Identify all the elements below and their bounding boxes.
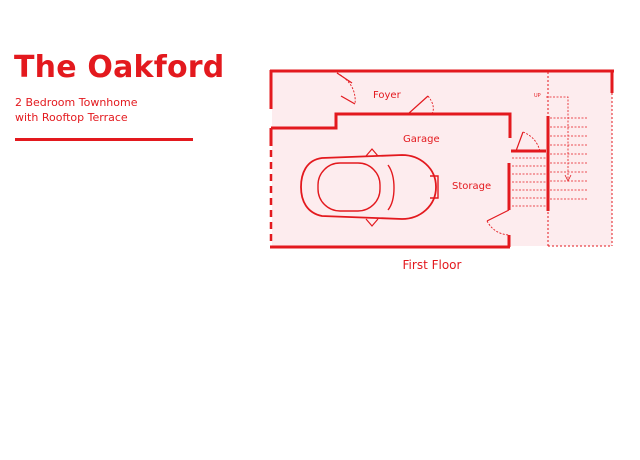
foyer-garage-door-icon [407,95,434,115]
floor-label: First Floor [403,258,462,272]
room-label-foyer: Foyer [373,90,402,101]
stair-treads [512,117,588,207]
stair-outline [547,72,613,247]
floor-area [272,72,612,246]
walls [269,69,614,249]
car-icon [300,148,439,227]
foyer-entry-door-icon [336,72,356,105]
plan-title: The Oakford [14,50,225,85]
plan-subtitle: 2 Bedroom Townhome with Rooftop Terrace [15,95,137,125]
wall-foyer-interior [271,112,512,138]
storage-stair-door-icon [515,131,541,152]
subtitle-line-2: with Rooftop Terrace [15,111,128,124]
title-divider [15,138,193,141]
doors [336,72,541,236]
subtitle-line-1: 2 Bedroom Townhome [15,96,138,109]
stair-arrow-icon [546,96,572,182]
room-label-garage: Garage [403,134,440,145]
room-label-storage: Storage [452,181,491,192]
stair-up-label: UP [534,93,541,99]
storage-door-icon [486,209,510,236]
